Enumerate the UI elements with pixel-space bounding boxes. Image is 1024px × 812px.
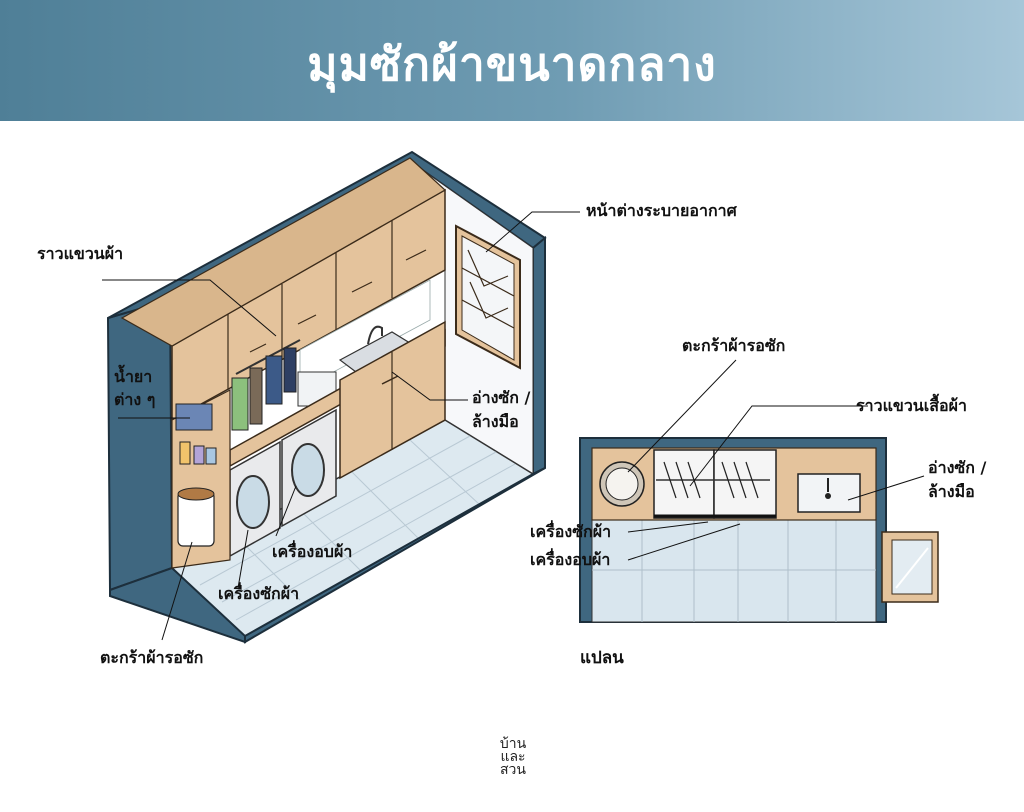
- label-dryer: เครื่องอบผ้า: [272, 542, 353, 561]
- clothes-blue: [265, 355, 283, 405]
- title-banner: มุมซักผ้าขนาดกลาง: [0, 0, 1024, 121]
- label-washer: เครื่องซักผ้า: [218, 584, 300, 603]
- detergent-bottles: [179, 441, 191, 465]
- logo-line-3: สวน: [500, 762, 526, 778]
- label-detergents-line2: ต่าง ๆ: [114, 390, 156, 409]
- plan-washer: [653, 449, 715, 519]
- plan-dryer: [713, 449, 777, 519]
- brand-logo: บ้าน และ สวน: [480, 736, 546, 778]
- right-wall-edge: [532, 235, 546, 476]
- floor-tile-grid: [199, 435, 516, 621]
- label-vent-window: หน้าต่างระบายอากาศ: [586, 201, 737, 220]
- plan-label-rail: ราวแขวนเสื้อผ้า: [856, 396, 967, 415]
- plan-caption: แปลน: [580, 648, 624, 668]
- label-hanging-rail: ราวแขวนผ้า: [37, 244, 124, 263]
- isometric-room: [106, 150, 547, 644]
- plan-view: [579, 437, 939, 623]
- clothes-green: [231, 377, 249, 431]
- label-basket: ตะกร้าผ้ารอซัก: [100, 648, 204, 667]
- leader-lines: [102, 211, 925, 641]
- plan-label-washer: เครื่องซักผ้า: [530, 522, 612, 541]
- page-title: มุมซักผ้าขนาดกลาง: [307, 37, 717, 91]
- plan-label-sink-line1: อ่างซัก /: [928, 458, 987, 477]
- logo-line-2: และ: [500, 749, 526, 765]
- label-detergents-line1: น้ำยา: [114, 367, 153, 386]
- plan-label-dryer: เครื่องอบผ้า: [530, 550, 611, 569]
- logo-line-1: บ้าน: [499, 736, 527, 752]
- label-sink-line1: อ่างซัก /: [472, 388, 531, 407]
- plan-label-sink-line2: ล้างมือ: [928, 482, 975, 501]
- label-sink-line2: ล้างมือ: [472, 412, 519, 431]
- faucet: [367, 325, 383, 345]
- left-wall-side: [106, 298, 174, 592]
- plan-label-basket: ตะกร้าผ้ารอซัก: [682, 336, 786, 355]
